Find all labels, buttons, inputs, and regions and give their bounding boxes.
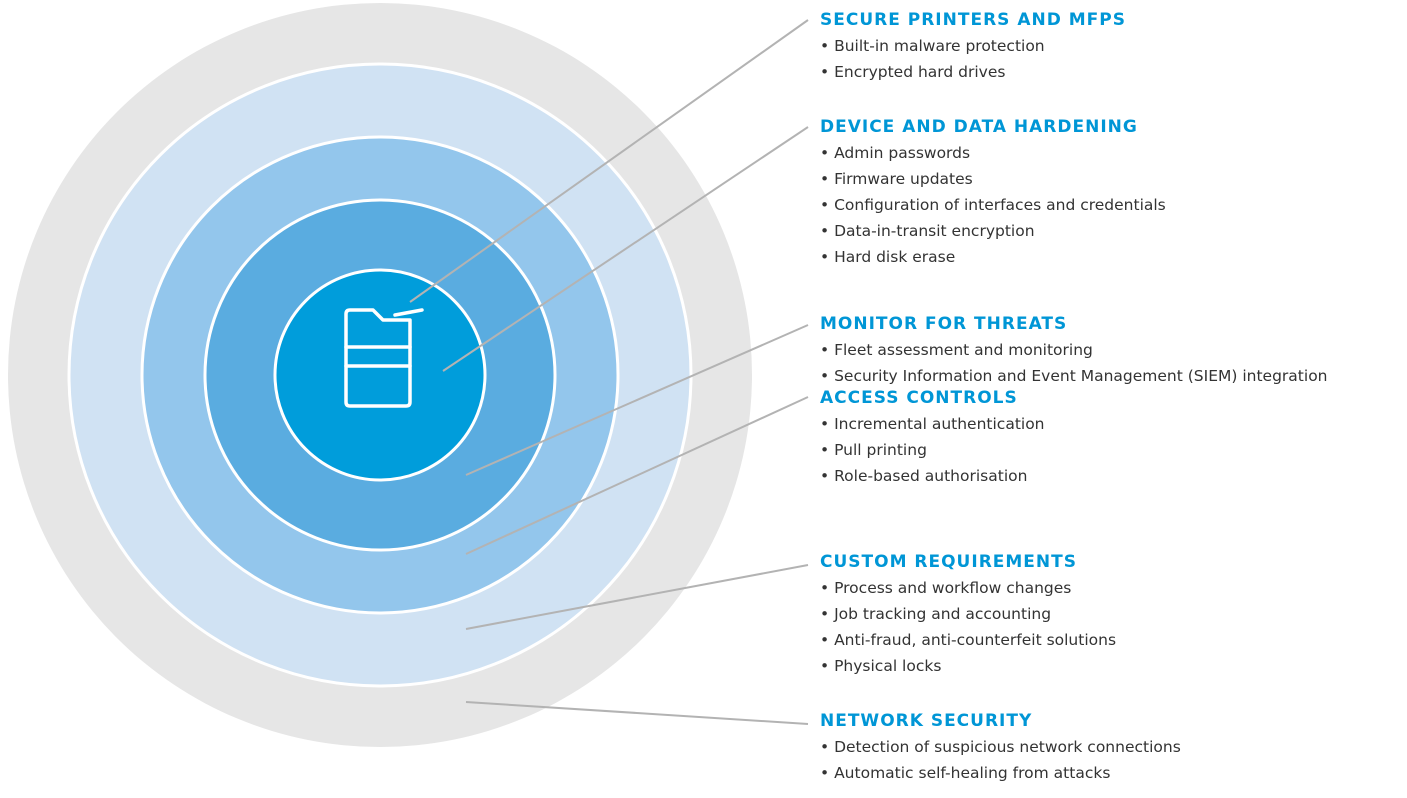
bullet-item: Firmware updates — [820, 166, 1400, 192]
bullet-item: Physical locks — [820, 653, 1400, 679]
connector-custom-requirements — [465, 564, 809, 630]
section-title: MONITOR FOR THREATS — [820, 314, 1068, 334]
bullet-list: Process and workflow changes Job trackin… — [820, 575, 1400, 679]
bullet-item: Process and workflow changes — [820, 575, 1400, 601]
connector-secure-printers — [409, 19, 809, 303]
section-custom-requirements: CUSTOM REQUIREMENTS Process and workflow… — [820, 551, 1400, 679]
bullet-item: Encrypted hard drives — [820, 59, 1400, 85]
bullet-item: Fleet assessment and monitoring — [820, 337, 1400, 363]
bullet-item: Built-in malware protection — [820, 33, 1400, 59]
section-device-hardening: DEVICE AND DATA HARDENING Admin password… — [820, 116, 1400, 270]
section-network-security: NETWORK SECURITY Detection of suspicious… — [820, 710, 1400, 786]
bullet-list: Fleet assessment and monitoring Security… — [820, 337, 1400, 389]
bullet-list: Admin passwords Firmware updates Configu… — [820, 140, 1400, 270]
section-access-controls: ACCESS CONTROLS Incremental authenticati… — [820, 387, 1400, 489]
security-layers-diagram — [8, 3, 809, 747]
bullet-item: Job tracking and accounting — [820, 601, 1400, 627]
bullet-item: Security Information and Event Managemen… — [820, 363, 1400, 389]
section-title: ACCESS CONTROLS — [820, 388, 1018, 408]
section-monitor-threats: MONITOR FOR THREATS Fleet assessment and… — [820, 313, 1400, 389]
connector-access-controls — [465, 396, 809, 555]
bullet-item: Hard disk erase — [820, 244, 1400, 270]
bullet-item: Incremental authentication — [820, 411, 1400, 437]
section-title: DEVICE AND DATA HARDENING — [820, 117, 1138, 137]
printer-icon — [344, 308, 424, 408]
section-title: CUSTOM REQUIREMENTS — [820, 552, 1077, 572]
connector-lines — [409, 19, 809, 725]
bullet-item: Configuration of interfaces and credenti… — [820, 192, 1400, 218]
bullet-list: Built-in malware protection Encrypted ha… — [820, 33, 1400, 85]
section-title: NETWORK SECURITY — [820, 711, 1033, 731]
core-secure-printers — [273, 268, 487, 482]
section-title: SECURE PRINTERS AND MFPS — [820, 10, 1126, 30]
bullet-item: Detection of suspicious network connecti… — [820, 734, 1400, 760]
bullet-item: Admin passwords — [820, 140, 1400, 166]
connector-network-security — [465, 701, 809, 725]
connector-device-hardening — [442, 126, 809, 372]
bullet-list: Incremental authentication Pull printing… — [820, 411, 1400, 489]
section-secure-printers: SECURE PRINTERS AND MFPS Built-in malwar… — [820, 9, 1400, 85]
connector-monitor-threats — [465, 324, 809, 476]
bullet-list: Detection of suspicious network connecti… — [820, 734, 1400, 786]
bullet-item: Pull printing — [820, 437, 1400, 463]
bullet-item: Data-in-transit encryption — [820, 218, 1400, 244]
bullet-item: Role-based authorisation — [820, 463, 1400, 489]
bullet-item: Automatic self-healing from attacks — [820, 760, 1400, 786]
bullet-item: Anti-fraud, anti-counterfeit solutions — [820, 627, 1400, 653]
